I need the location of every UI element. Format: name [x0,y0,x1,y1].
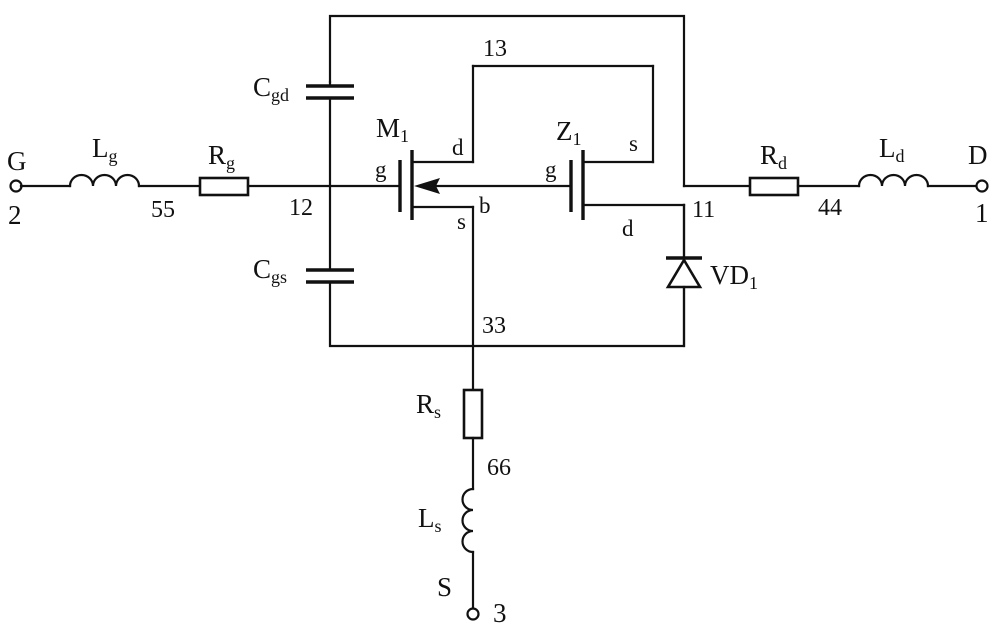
m1-gate-pin: g [375,157,387,182]
node-11: 11 [692,197,715,223]
m1-source-pin: s [457,209,466,234]
gate-branch [9,173,400,197]
label-rg: Rg [208,140,235,173]
m1-drain-pin: d [452,135,464,160]
drain-terminal-label: D [968,140,988,170]
resistor-rd [748,176,800,197]
z1-source-pin: s [629,131,638,156]
label-m1: M1 [376,113,409,146]
label-lg: Lg [92,133,118,166]
node-55: 55 [151,197,175,223]
label-rs: Rs [416,389,441,422]
gate-terminal-label: G [7,146,27,176]
node-44: 44 [818,195,842,221]
node-66: 66 [487,455,511,481]
node-12: 12 [289,195,313,221]
z1-gate-pin: g [545,157,557,182]
device-z1 [569,150,686,220]
label-z1: Z1 [556,116,582,149]
drain-node-label: 1 [975,198,989,228]
label-cgs: Cgs [253,254,287,287]
z1-drain-pin: d [622,216,634,241]
source-node-label: 3 [493,598,507,628]
source-terminal[interactable] [466,607,480,621]
resistor-rg [198,176,250,197]
m1-body-pin: b [479,193,491,218]
node-13: 13 [483,36,507,62]
label-ld: Ld [879,133,905,166]
drain-branch [682,173,989,197]
source-branch [461,388,484,621]
drain-terminal[interactable] [975,179,989,193]
gate-node-label: 2 [8,200,22,230]
label-ls: Ls [418,503,442,536]
diode-vd1 [665,203,703,348]
label-vd1: VD1 [710,260,758,293]
gate-terminal[interactable] [9,179,23,193]
mosfet-m1 [398,64,655,392]
inductor-ld [857,173,930,188]
capacitor-cgd [306,80,354,272]
body-arrow-icon [414,178,440,194]
source-terminal-label: S [437,572,452,602]
inductor-ls [461,487,475,554]
capacitor-cgs [306,268,354,284]
label-rd: Rd [760,140,787,173]
label-cgd: Cgd [253,72,289,105]
node-33: 33 [482,313,506,339]
inductor-lg [68,173,141,188]
resistor-rs [462,388,484,440]
